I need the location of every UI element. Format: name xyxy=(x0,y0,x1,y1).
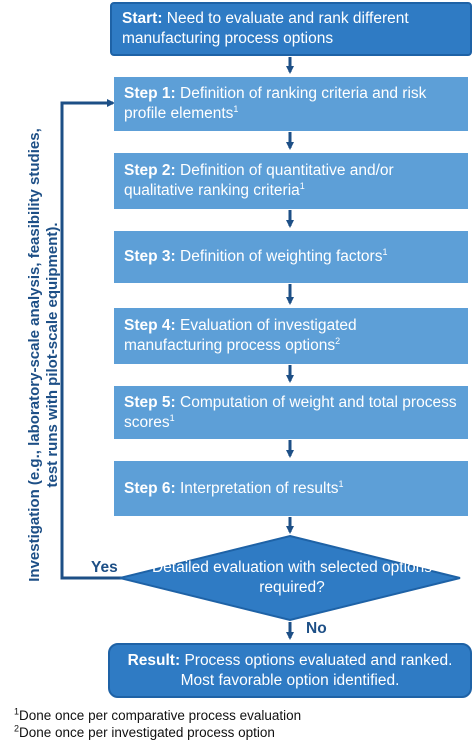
step-1-footnote-mark: 1 xyxy=(233,103,239,114)
step-6-text: Interpretation of results xyxy=(180,479,339,497)
step-1-text: Definition of ranking criteria and risk … xyxy=(124,85,427,122)
decision-diamond xyxy=(119,534,461,622)
step-6-box: Step 6: Interpretation of results1 xyxy=(114,461,468,516)
step-4-text: Evaluation of investigated manufacturing… xyxy=(124,317,357,354)
step-2-label: Step 2: xyxy=(124,162,176,179)
step-6-label: Step 6: xyxy=(124,479,176,497)
side-label-line-1: Investigation (e.g., laboratory-scale an… xyxy=(26,128,43,582)
step-4-label: Step 4: xyxy=(124,317,176,334)
footnote-1-text: Done once per comparative process evalua… xyxy=(19,708,302,723)
step-5-text: Computation of weight and total process … xyxy=(124,393,457,431)
step-4-footnote-mark: 2 xyxy=(335,335,341,346)
step-5-label: Step 5: xyxy=(124,393,176,411)
step-5-footnote-mark: 1 xyxy=(169,412,175,423)
step-2-footnote-mark: 1 xyxy=(299,180,305,191)
loop-back-yes xyxy=(60,99,125,580)
footnote-1: 1Done once per comparative process evalu… xyxy=(14,706,302,723)
step-3-label: Step 3: xyxy=(124,248,176,265)
step-5-box: Step 5: Computation of weight and total … xyxy=(114,386,468,439)
step-2-box: Step 2: Definition of quantitative and/o… xyxy=(114,153,468,209)
step-2-text: Definition of quantitative and/or qualit… xyxy=(124,162,394,199)
side-label-line-2: test runs with pilot-scale equipment). xyxy=(44,222,61,488)
footnote-1-mark: 1 xyxy=(14,706,20,717)
step-1-box: Step 1: Definition of ranking criteria a… xyxy=(114,77,468,131)
step-4-box: Step 4: Evaluation of investigated manuf… xyxy=(114,308,468,364)
investigation-side-label: Investigation (e.g., laboratory-scale an… xyxy=(26,35,62,675)
no-label: No xyxy=(306,620,327,637)
footnote-2-text: Done once per investigated process optio… xyxy=(19,725,275,740)
footnote-2: 2Done once per investigated process opti… xyxy=(14,723,275,740)
decision-text: Detailed evaluation with selected option… xyxy=(151,559,433,596)
yes-label: Yes xyxy=(91,559,118,576)
start-label: Start: xyxy=(122,10,163,27)
result-text: Process options evaluated and ranked. Mo… xyxy=(180,651,453,689)
step-3-box: Step 3: Definition of weighting factors1 xyxy=(114,231,468,283)
step-1-label: Step 1: xyxy=(124,85,176,102)
result-label: Result: xyxy=(127,651,181,669)
step-6-footnote-mark: 1 xyxy=(338,478,344,489)
start-text: Need to evaluate and rank different manu… xyxy=(122,10,409,47)
footnote-2-mark: 2 xyxy=(14,723,20,734)
result-box: Result: Process options evaluated and ra… xyxy=(108,643,472,698)
start-box: Start: Need to evaluate and rank differe… xyxy=(110,2,472,56)
step-3-footnote-mark: 1 xyxy=(382,246,388,257)
step-3-text: Definition of weighting factors xyxy=(180,248,383,265)
